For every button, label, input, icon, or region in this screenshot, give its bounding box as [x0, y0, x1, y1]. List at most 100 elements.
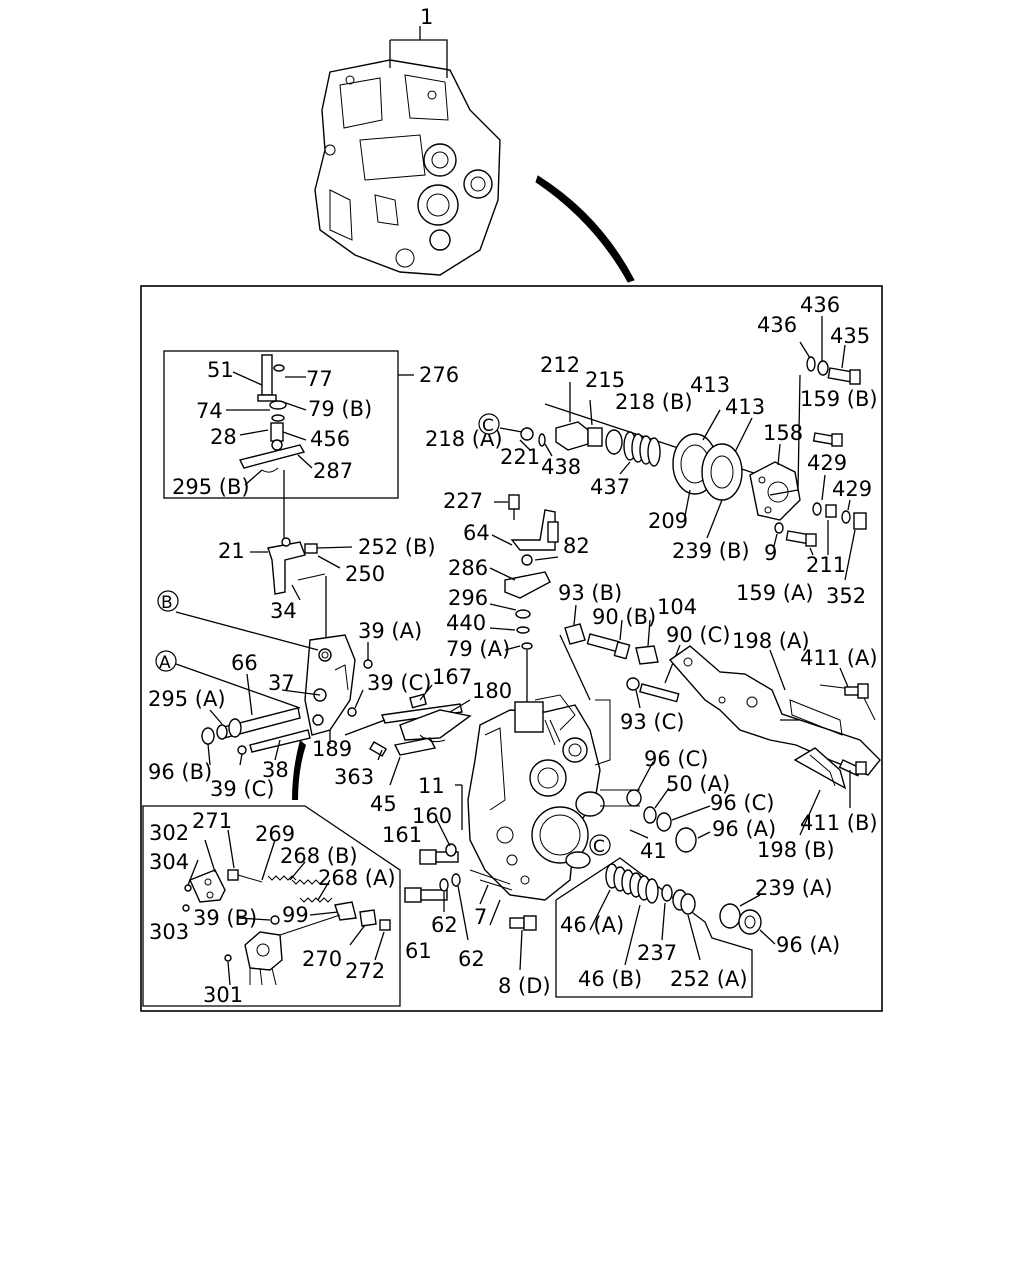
callout-46b: 46 (B) [578, 967, 642, 991]
callout-189: 189 [312, 737, 352, 761]
callout-436b: 436 [800, 293, 840, 317]
callout-1: 1 [420, 5, 433, 29]
washer-stack [626, 761, 711, 853]
callout-295b: 295 (B) [172, 475, 250, 499]
marker-a: A [155, 650, 177, 673]
callout-160: 160 [412, 804, 452, 828]
callout-167: 167 [432, 665, 472, 689]
svg-text:C: C [593, 837, 605, 857]
callout-180: 180 [472, 679, 512, 703]
callout-62b: 62 [458, 947, 485, 971]
pump-assembly-overview [314, 26, 501, 276]
callout-38: 38 [262, 758, 289, 782]
callout-11: 11 [418, 774, 445, 798]
callout-276: 276 [419, 363, 459, 387]
callout-90b: 90 (B) [592, 605, 656, 629]
callout-252b: 252 (B) [358, 535, 436, 559]
curved-arrow [292, 740, 306, 800]
svg-text:A: A [159, 653, 171, 673]
callout-212: 212 [540, 353, 580, 377]
callout-64: 64 [463, 521, 490, 545]
callout-96aa: 96 (A) [712, 817, 776, 841]
callout-304: 304 [149, 850, 189, 874]
svg-text:C: C [482, 416, 494, 436]
svg-text:B: B [161, 593, 173, 613]
callout-77: 77 [306, 367, 333, 391]
callout-237: 237 [637, 941, 677, 965]
callout-159b: 159 (B) [800, 387, 878, 411]
callout-37: 37 [268, 671, 295, 695]
callout-79a: 79 (A) [446, 637, 510, 661]
callout-440: 440 [446, 611, 486, 635]
callout-39a: 39 (A) [358, 619, 422, 643]
callout-287: 287 [313, 459, 353, 483]
callout-211: 211 [806, 553, 846, 577]
callout-411a: 411 (A) [800, 646, 878, 670]
callout-271: 271 [192, 809, 232, 833]
callout-93c: 93 (C) [620, 710, 684, 734]
callout-21: 21 [218, 539, 245, 563]
diaphragm-assembly [499, 316, 867, 581]
callout-39b: 39 (B) [193, 906, 257, 930]
callout-268b: 268 (B) [280, 844, 358, 868]
inset-276 [163, 350, 414, 499]
callout-51: 51 [207, 358, 234, 382]
callout-50a: 50 (A) [666, 772, 730, 796]
callout-159a: 159 (A) [736, 581, 814, 605]
callout-270: 270 [302, 947, 342, 971]
callout-82: 82 [563, 534, 590, 558]
callout-438: 438 [541, 455, 581, 479]
callout-218b: 218 (B) [615, 390, 693, 414]
callout-39ca: 39 (C) [367, 671, 431, 695]
callout-96b: 96 (B) [148, 760, 212, 784]
callout-429b: 429 [832, 477, 872, 501]
callout-456: 456 [310, 427, 350, 451]
inset-bottom-left [142, 805, 401, 1007]
callout-96ab: 96 (A) [776, 933, 840, 957]
callout-301: 301 [203, 983, 243, 1007]
callout-198a: 198 (A) [732, 629, 810, 653]
callout-41: 41 [640, 839, 667, 863]
callout-99: 99 [282, 903, 309, 927]
callout-34: 34 [270, 599, 297, 623]
callout-104: 104 [657, 595, 697, 619]
callout-46a: 46 (A) [560, 913, 624, 937]
callout-363: 363 [334, 765, 374, 789]
callout-96cb: 96 (C) [710, 791, 774, 815]
governor-housing [455, 694, 640, 901]
callout-96ca: 96 (C) [644, 747, 708, 771]
callout-252a: 252 (A) [670, 967, 748, 991]
callout-302: 302 [149, 821, 189, 845]
callout-198b: 198 (B) [757, 838, 835, 862]
fasteners-bottom [404, 817, 537, 971]
callout-45: 45 [370, 792, 397, 816]
callout-209: 209 [648, 509, 688, 533]
inset-spring-group [555, 857, 753, 998]
callout-429a: 429 [807, 451, 847, 475]
detail-arrow [535, 175, 635, 283]
callout-413a: 413 [690, 373, 730, 397]
callout-227: 227 [443, 489, 483, 513]
callout-79b: 79 (B) [308, 397, 372, 421]
callout-268a: 268 (A) [318, 866, 396, 890]
callout-158: 158 [763, 421, 803, 445]
callout-411b: 411 (B) [800, 811, 878, 835]
callout-28: 28 [210, 425, 237, 449]
marker-c-bottom: C [589, 834, 611, 857]
callout-272: 272 [345, 959, 385, 983]
callout-221: 221 [500, 445, 540, 469]
main-frame [140, 285, 883, 1012]
callout-7: 7 [474, 905, 487, 929]
callout-436a: 436 [757, 313, 797, 337]
callout-39cb: 39 (C) [210, 777, 274, 801]
adjust-screws [559, 604, 681, 709]
callout-62a: 62 [431, 913, 458, 937]
callout-413b: 413 [725, 395, 765, 419]
callout-295a: 295 (A) [148, 687, 226, 711]
callout-74: 74 [196, 399, 223, 423]
marker-b: B [157, 590, 179, 613]
callout-61: 61 [405, 939, 432, 963]
callout-250: 250 [345, 562, 385, 586]
callout-286: 286 [448, 556, 488, 580]
